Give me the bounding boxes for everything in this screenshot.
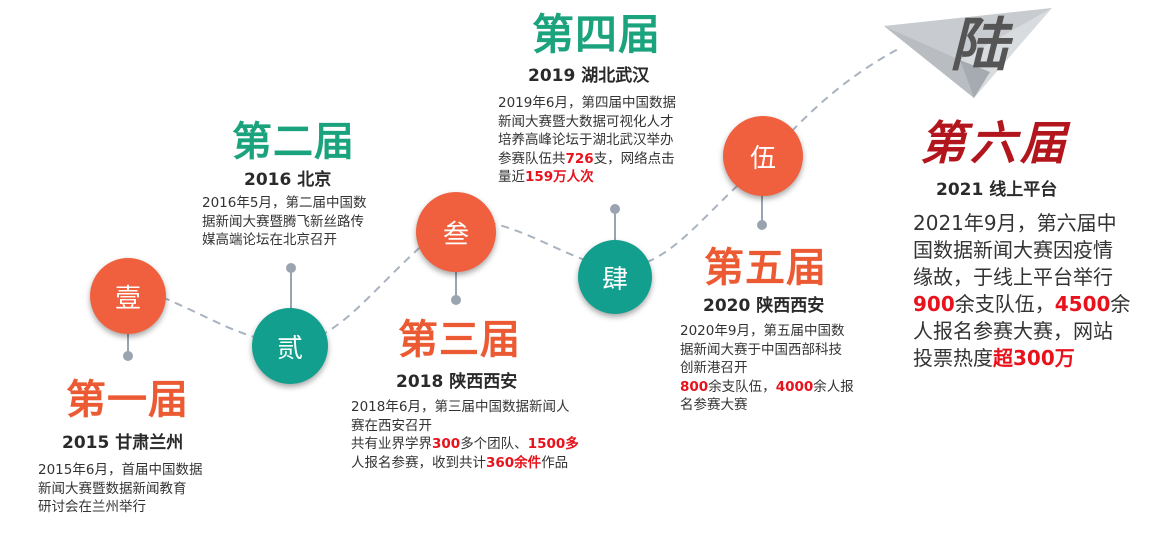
edition-3-title: 第三届 [398, 317, 521, 363]
description-line: 据新闻大赛于中国西部科技 [680, 341, 854, 360]
description-line: 投票热度超300万 [913, 345, 1130, 372]
description-line: 共有业界学界300多个团队、1500多 [351, 435, 579, 454]
description-line: 参赛队伍共726支，网络点击 [498, 150, 676, 169]
description-text: 支，网络点击 [593, 150, 675, 167]
description-text: 国数据新闻大赛因疫情 [913, 238, 1113, 262]
dot-5 [757, 220, 767, 230]
description-text: 余 [1110, 292, 1131, 316]
highlight-text: 900 [913, 292, 955, 316]
edition-2-description: 2016年5月，第二届中国数据新闻大赛暨腾飞新丝路传媒高端论坛在北京召开 [202, 194, 366, 250]
highlight-text: 159万人次 [525, 169, 594, 185]
description-text: 2018年6月，第三届中国数据新闻人 [351, 399, 570, 415]
description-line: 2019年6月，第四届中国数据 [498, 94, 676, 113]
edition-1-subtitle: 2015 甘肃兰州 [62, 433, 184, 453]
edition-5-description: 2020年9月，第五届中国数据新闻大赛于中国西部科技创新港召开 800余支队伍，4… [680, 322, 854, 415]
description-line: 名参赛大赛 [680, 396, 854, 415]
description-line: 研讨会在兰州举行 [38, 498, 202, 517]
description-text: 2020年9月，第五届中国数 [680, 323, 845, 339]
highlight-text: 4000 [775, 378, 814, 395]
highlight-text: 726 [565, 150, 594, 167]
description-text: 研讨会在兰州举行 [38, 499, 146, 515]
edition-1-description: 2015年6月，首届中国数据新闻大赛暨数据新闻教育研讨会在兰州举行 [38, 461, 202, 517]
edition-5-subtitle: 2020 陕西西安 [703, 296, 825, 316]
description-text: 共有业界学界 [351, 436, 432, 452]
edition-3-subtitle: 2018 陕西西安 [396, 372, 518, 392]
description-text: 余支队伍， [708, 378, 776, 395]
edition-6-subtitle: 2021 线上平台 [936, 180, 1058, 200]
description-line: 2018年6月，第三届中国数据新闻人 [351, 398, 579, 417]
dot-4 [610, 204, 620, 214]
description-line: 赛在西安召开 [351, 417, 579, 436]
description-text: 媒高端论坛在北京召开 [202, 232, 337, 248]
marker-1: 壹 [90, 258, 166, 334]
edition-3-description: 2018年6月，第三届中国数据新闻人赛在西安召开共有业界学界300多个团队、15… [351, 398, 579, 472]
description-text: 2015年6月，首届中国数据 [38, 462, 203, 478]
highlight-text: 超300万 [993, 346, 1075, 370]
description-line: 量近159万人次 [498, 168, 676, 187]
description-line: 新闻大赛暨数据新闻教育 [38, 480, 202, 499]
highlight-text: 300 [432, 436, 461, 452]
description-line: 2020年9月，第五届中国数 [680, 322, 854, 341]
description-line: 2021年9月，第六届中 [913, 210, 1130, 237]
description-line: 800余支队伍，4000余人报 [680, 378, 854, 397]
description-text: 据新闻大赛于中国西部科技 [680, 341, 842, 358]
description-line: 新闻大赛暨大数据可视化人才 [498, 113, 676, 132]
description-text: 据新闻大赛暨腾飞新丝路传 [202, 213, 364, 230]
description-line: 国数据新闻大赛因疫情 [913, 237, 1130, 264]
description-line: 缘故，于线上平台举行 [913, 264, 1130, 291]
edition-2-subtitle: 2016 北京 [244, 170, 332, 190]
dot-3 [451, 295, 461, 305]
description-line: 据新闻大赛暨腾飞新丝路传 [202, 213, 366, 232]
paper-plane-icon [884, 8, 1052, 98]
description-line: 媒高端论坛在北京召开 [202, 231, 366, 250]
marker-5: 伍 [723, 116, 803, 196]
edition-4-title: 第四届 [532, 10, 662, 59]
description-line: 900余支队伍，4500余 [913, 291, 1130, 318]
marker-2: 贰 [252, 308, 328, 384]
marker-3: 叁 [416, 192, 496, 272]
edition-6-marker: 陆 [950, 11, 1009, 79]
description-text: 人报名参赛，收到共计 [351, 454, 486, 471]
description-text: 2016年5月，第二届中国数 [202, 195, 367, 211]
edition-4-subtitle: 2019 湖北武汉 [528, 66, 650, 86]
description-text: 创新港召开 [680, 360, 748, 376]
dot-2 [286, 263, 296, 273]
highlight-text: 4500 [1054, 292, 1111, 316]
edition-4-description: 2019年6月，第四届中国数据新闻大赛暨大数据可视化人才培养高峰论坛于湖北武汉举… [498, 94, 676, 187]
description-line: 2015年6月，首届中国数据 [38, 461, 202, 480]
description-text: 人报名参赛大赛，网站 [913, 319, 1113, 343]
description-text: 2019年6月，第四届中国数据 [498, 95, 676, 111]
description-text: 多个团队、 [460, 436, 528, 452]
description-text: 投票热度 [913, 346, 993, 370]
marker-4: 肆 [578, 240, 652, 314]
dot-1 [123, 351, 133, 361]
description-text: 余人报 [813, 378, 854, 395]
description-text: 2021年9月，第六届中 [913, 211, 1117, 235]
description-text: 新闻大赛暨大数据可视化人才 [498, 113, 674, 130]
edition-6-title: 第六届 [920, 116, 1070, 170]
description-line: 培养高峰论坛于湖北武汉举办 [498, 131, 676, 150]
edition-1-title: 第一届 [66, 377, 189, 423]
description-text: 新闻大赛暨数据新闻教育 [38, 480, 187, 497]
description-text: 缘故，于线上平台举行 [913, 265, 1113, 289]
description-text: 余支队伍， [954, 292, 1055, 316]
description-text: 培养高峰论坛于湖北武汉举办 [498, 132, 674, 148]
description-line: 2016年5月，第二届中国数 [202, 194, 366, 213]
highlight-text: 800 [680, 378, 709, 395]
description-text: 名参赛大赛 [680, 397, 748, 413]
description-text: 参赛队伍共 [498, 150, 566, 167]
highlight-text: 1500多 [527, 436, 579, 452]
description-line: 创新港召开 [680, 359, 854, 378]
description-text: 赛在西安召开 [351, 417, 432, 434]
edition-2-title: 第二届 [232, 119, 355, 165]
description-text: 量近 [498, 169, 525, 185]
highlight-text: 360余件 [486, 454, 542, 471]
description-text: 作品 [541, 454, 569, 471]
description-line: 人报名参赛，收到共计360余件作品 [351, 454, 579, 473]
edition-5-title: 第五届 [704, 245, 827, 291]
description-line: 人报名参赛大赛，网站 [913, 318, 1130, 345]
